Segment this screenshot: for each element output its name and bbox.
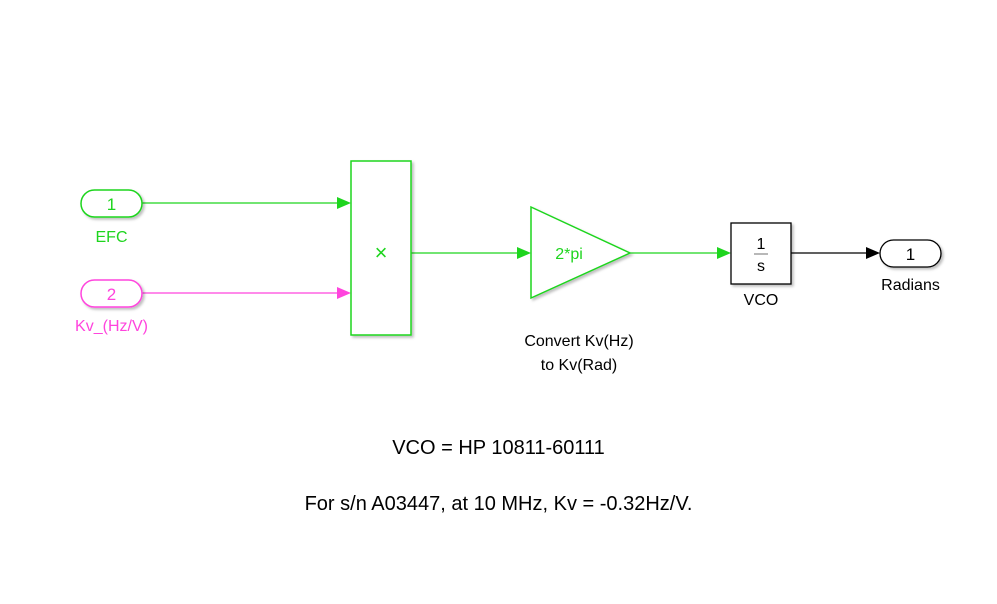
arrow-head-icon — [517, 247, 531, 259]
annotation-vco-model: VCO = HP 10811-60111 — [392, 437, 605, 459]
arrow-head-icon — [866, 247, 880, 259]
arrow-head-icon — [337, 197, 351, 209]
gain-caption-line2: to Kv(Rad) — [541, 357, 617, 374]
annotation-kv-note: For s/n A03447, at 10 MHz, Kv = -0.32Hz/… — [304, 493, 693, 515]
gain-caption: Convert Kv(Hz) to Kv(Rad) — [524, 333, 633, 374]
inport-number: 1 — [107, 195, 116, 214]
integrator-denominator: s — [757, 258, 765, 275]
inport-label: EFC — [96, 229, 128, 246]
signal-lines — [142, 197, 880, 299]
gain-value: 2*pi — [555, 246, 583, 263]
inport-number: 2 — [107, 285, 116, 304]
integrator-block[interactable]: 1 s VCO — [730, 222, 792, 309]
inport-2-kv[interactable]: 2 Kv_(Hz/V) — [75, 279, 148, 335]
inport-1-efc[interactable]: 1 EFC — [80, 189, 143, 246]
outport-1-radians[interactable]: 1 Radians — [879, 239, 942, 294]
gain-block[interactable]: 2*pi — [530, 205, 632, 300]
product-block[interactable]: × — [350, 160, 412, 336]
gain-caption-line1: Convert Kv(Hz) — [524, 333, 633, 350]
arrow-head-icon — [337, 287, 351, 299]
outport-label: Radians — [881, 277, 940, 294]
multiply-icon: × — [375, 240, 388, 265]
outport-number: 1 — [906, 245, 915, 264]
integrator-caption: VCO — [744, 292, 779, 309]
inport-label: Kv_(Hz/V) — [75, 318, 148, 335]
arrow-head-icon — [717, 247, 731, 259]
integrator-numerator: 1 — [757, 236, 766, 253]
